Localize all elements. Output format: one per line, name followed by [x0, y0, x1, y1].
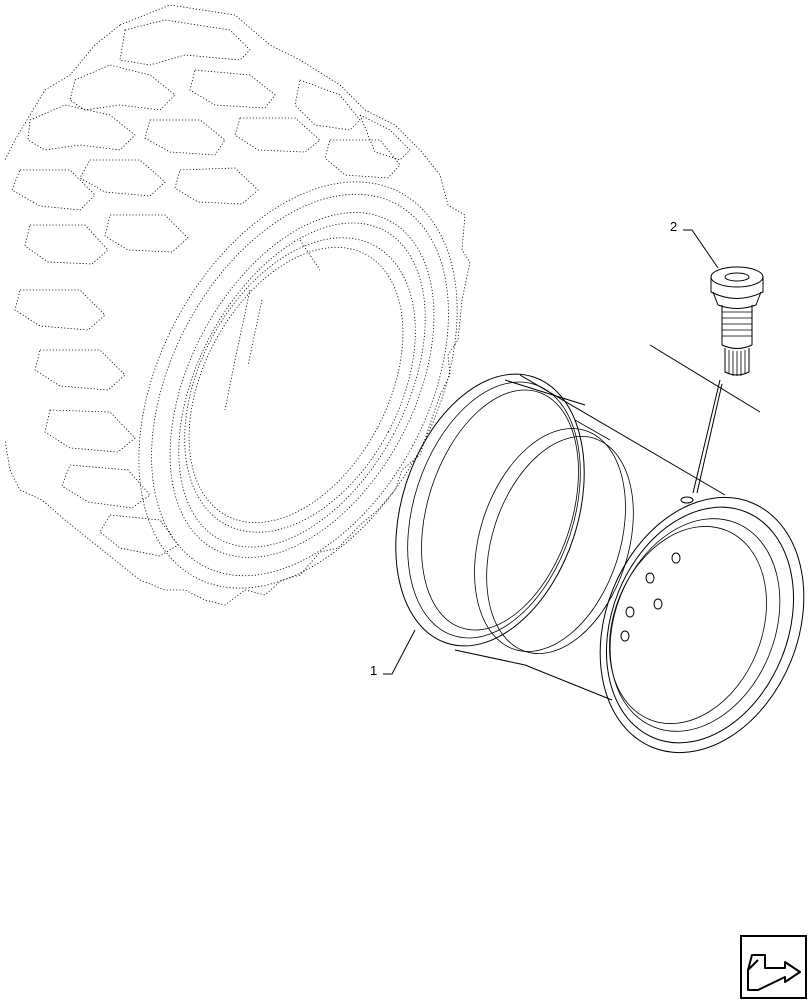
- tire-icon: [4, 4, 471, 606]
- callout-2-number: 2: [670, 219, 677, 234]
- next-page-arrow-icon[interactable]: [740, 935, 807, 999]
- valve-stem-icon: [710, 266, 764, 376]
- callout-1: 1: [370, 629, 416, 678]
- wheel-rim-icon: [395, 373, 805, 754]
- callout-1-number: 1: [370, 663, 377, 678]
- detail-leader-lines: [649, 344, 761, 494]
- callout-2: 2: [670, 219, 719, 269]
